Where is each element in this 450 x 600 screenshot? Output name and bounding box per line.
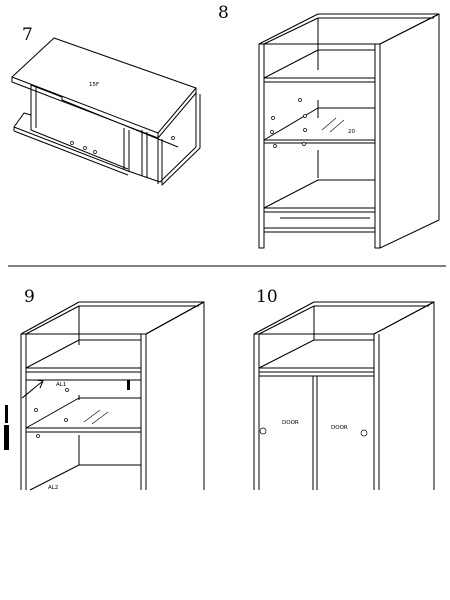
step-9-panel: 9 (4, 287, 205, 491)
door-knob-right (360, 429, 368, 437)
step-10-panel: 10 DOOR DOOR (253, 287, 435, 490)
step-7-panel: 7 (11, 25, 201, 186)
step-9-number: 9 (24, 287, 35, 307)
step-8-cabinet-drawing (258, 13, 440, 249)
step-10-cabinet-drawing (253, 301, 435, 490)
fitting-icon (127, 380, 130, 390)
step-10-right-door-label: DOOR (331, 425, 348, 431)
step-8-part-label: 20 (348, 129, 355, 135)
step-7-cabinet-drawing (11, 37, 201, 186)
step-9-part-label-2: AL2 (48, 485, 58, 491)
step-7-number: 7 (22, 25, 33, 45)
screwdriver-icon (5, 405, 8, 423)
step-10-left-door-label: DOOR (282, 420, 299, 426)
step-8-number: 8 (218, 3, 229, 23)
step-9-cabinet-drawing (4, 301, 205, 491)
step-10-number: 10 (256, 287, 278, 307)
step-8-panel: 8 (218, 3, 440, 249)
step-7-part-label: 15F (89, 82, 99, 88)
door-knob-left (259, 427, 267, 435)
step-9-part-label-1: AL1 (56, 382, 66, 388)
